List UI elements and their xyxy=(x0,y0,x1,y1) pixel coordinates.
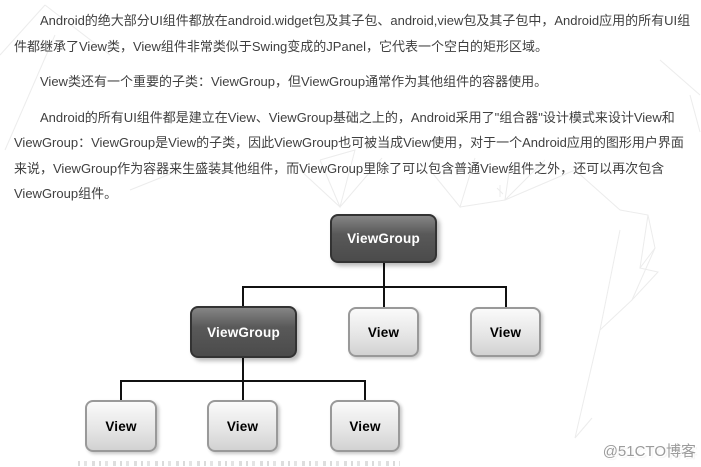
paragraph-1: Android的绝大部分UI组件都放在android.widget包及其子包、a… xyxy=(14,13,691,54)
tree-node-label: View xyxy=(105,418,137,434)
paragraph-2: View类还有一个重要的子类：ViewGroup，但ViewGroup通常作为其… xyxy=(40,74,548,89)
tree-node-label: View xyxy=(226,418,259,434)
tree-node-view-grandchild-3: View xyxy=(330,400,400,452)
tree-node-label: ViewGroup xyxy=(207,324,280,340)
tree-node-view-child-1: View xyxy=(348,307,419,357)
paragraph-3: Android的所有UI组件都是建立在View、ViewGroup基础之上的，A… xyxy=(14,109,684,202)
tree-node-view-grandchild-2: View xyxy=(207,400,278,452)
51cto-blog-watermark: @51CTO博客 xyxy=(602,443,696,460)
tree-node-viewgroup-child: ViewGroup xyxy=(190,306,297,358)
tree-node-label: View xyxy=(489,324,522,340)
tree-node-label: ViewGroup xyxy=(347,231,420,246)
clipped-text-line-remnant xyxy=(78,461,400,466)
tree-node-view-child-2: View xyxy=(470,307,541,357)
tree-node-viewgroup-root: ViewGroup xyxy=(330,214,437,263)
tree-node-view-grandchild-1: View xyxy=(85,400,157,452)
tree-node-label: View xyxy=(349,418,381,434)
tree-node-label: View xyxy=(367,324,400,340)
article-text: Android的绝大部分UI组件都放在android.widget包及其子包、a… xyxy=(14,8,691,217)
